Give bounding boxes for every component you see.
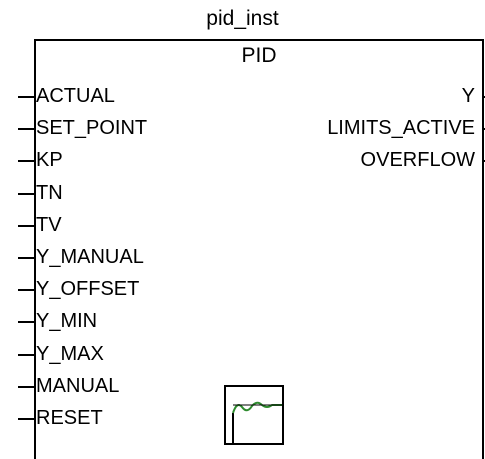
input-connector[interactable]	[18, 257, 34, 259]
input-pin-y-max: Y_MAX	[36, 343, 104, 365]
output-pin-limits-active: LIMITS_ACTIVE	[327, 117, 475, 139]
output-pin-overflow: OVERFLOW	[360, 149, 475, 171]
input-pin-actual: ACTUAL	[36, 85, 115, 107]
input-pin-set-point: SET_POINT	[36, 117, 148, 139]
input-pin-tn: TN	[36, 182, 63, 204]
input-pin-reset: RESET	[36, 407, 103, 429]
input-connector[interactable]	[18, 128, 34, 130]
input-connector[interactable]	[18, 321, 34, 323]
input-pin-manual: MANUAL	[36, 375, 120, 397]
instance-name: pid_inst	[206, 7, 279, 30]
pid-response-curve-icon	[224, 385, 284, 445]
input-pin-y-offset: Y_OFFSET	[36, 278, 140, 300]
block-type-name: PID	[241, 44, 277, 67]
input-connector[interactable]	[18, 418, 34, 420]
input-connector[interactable]	[18, 160, 34, 162]
output-pin-y: Y	[461, 85, 475, 107]
input-pin-y-min: Y_MIN	[36, 310, 98, 332]
input-pin-y-manual: Y_MANUAL	[36, 246, 144, 268]
input-connector[interactable]	[18, 96, 34, 98]
input-connector[interactable]	[18, 193, 34, 195]
input-connector[interactable]	[18, 354, 34, 356]
input-pin-tv: TV	[36, 214, 62, 236]
input-connector[interactable]	[18, 225, 34, 227]
input-pin-kp: KP	[36, 149, 63, 171]
function-block[interactable]: PID	[34, 39, 484, 459]
input-connector[interactable]	[18, 386, 34, 388]
output-connector[interactable]	[482, 96, 485, 98]
output-connector[interactable]	[482, 128, 485, 130]
input-connector[interactable]	[18, 289, 34, 291]
output-connector[interactable]	[482, 160, 485, 162]
